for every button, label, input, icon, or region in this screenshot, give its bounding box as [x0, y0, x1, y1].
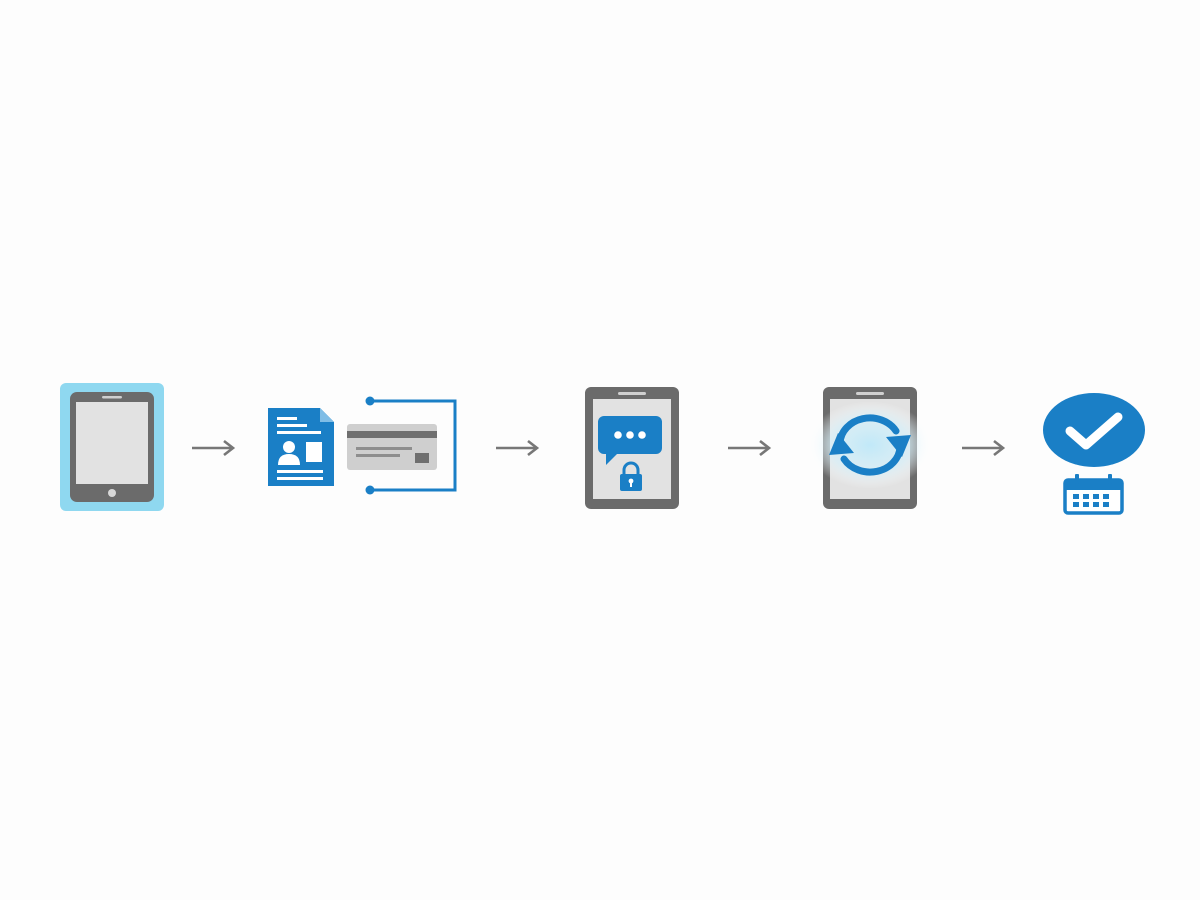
tablet-highlighted-icon — [60, 383, 164, 511]
id-document-and-card-icon — [264, 393, 460, 497]
arrow-right-icon — [960, 438, 1006, 458]
sync-tablet-icon — [806, 385, 934, 511]
calendar-icon — [1063, 474, 1124, 515]
arrow-right-icon — [726, 438, 772, 458]
secure-message-tablet-icon — [582, 385, 682, 511]
arrow-right-icon — [494, 438, 540, 458]
confirmed-appointment-icon — [1038, 390, 1150, 518]
arrow-right-icon — [190, 438, 236, 458]
